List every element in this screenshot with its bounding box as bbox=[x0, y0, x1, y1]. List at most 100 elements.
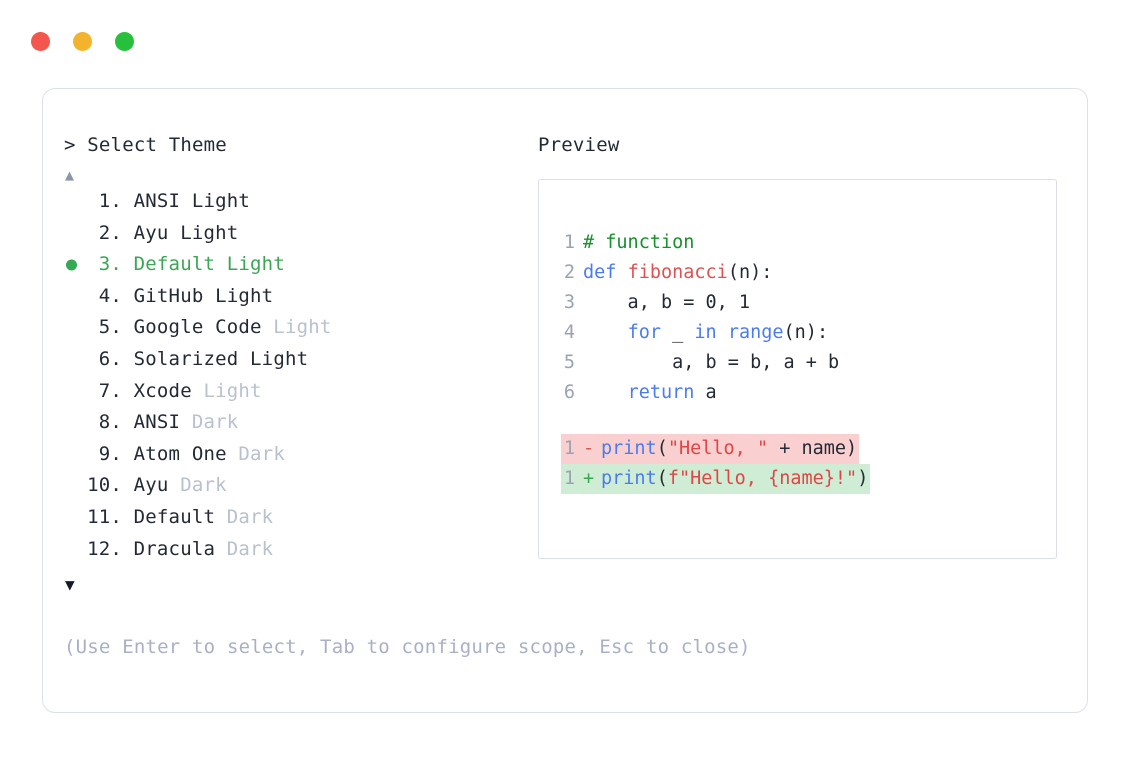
diff-marker: - bbox=[583, 438, 595, 459]
theme-list-item[interactable]: 1. ANSI Light bbox=[64, 186, 534, 218]
theme-item-variant: Light bbox=[168, 221, 239, 244]
preview-column: Preview 1 # function 2 def fibonacci (n): 3 a… bbox=[538, 133, 1068, 559]
code-spacer bbox=[539, 408, 1056, 434]
code-line: 6 return a bbox=[539, 378, 1056, 408]
code-token: _ bbox=[660, 322, 695, 343]
diff-line-add: 1+print(f"Hello, {name}!") bbox=[539, 464, 1056, 494]
page-title: > Select Theme bbox=[64, 134, 227, 156]
theme-item-number: 9. bbox=[98, 442, 122, 465]
code-token bbox=[717, 322, 728, 343]
preview-box: 1 # function 2 def fibonacci (n): 3 a, b = 0,… bbox=[538, 179, 1057, 559]
theme-item-number: 7. bbox=[98, 379, 122, 402]
code-token: print bbox=[601, 438, 657, 459]
theme-item-name: Dracula bbox=[133, 537, 216, 560]
theme-item-number: 10. bbox=[87, 474, 122, 497]
close-window-icon[interactable] bbox=[31, 32, 50, 51]
theme-item-number: 12. bbox=[87, 537, 122, 560]
code-token: def bbox=[583, 262, 628, 283]
theme-item-variant: Light bbox=[215, 253, 285, 276]
theme-list-item[interactable]: 7. Xcode Light bbox=[64, 376, 534, 408]
theme-item-variant: Light bbox=[238, 347, 309, 370]
theme-item-variant: Light bbox=[191, 379, 262, 402]
code-token: f"Hello, {name}!" bbox=[667, 468, 858, 489]
diff-line-number: 1 bbox=[563, 438, 575, 459]
theme-item-name: Default bbox=[133, 505, 216, 528]
code-line-number: 1 bbox=[563, 232, 575, 253]
theme-item-variant: Dark bbox=[215, 537, 274, 560]
code-token: (n): bbox=[783, 322, 829, 343]
code-token: a bbox=[694, 382, 717, 403]
theme-item-name: Default bbox=[133, 253, 216, 276]
theme-list-item[interactable]: 4. GitHub Light bbox=[64, 281, 534, 313]
code-token: + name) bbox=[768, 438, 858, 459]
code-line-number: 2 bbox=[563, 262, 575, 283]
selected-bullet-icon bbox=[66, 259, 77, 271]
code-line: 4 for _ in range(n): bbox=[539, 318, 1056, 348]
theme-item-variant: Light bbox=[261, 316, 332, 339]
zoom-window-icon[interactable] bbox=[115, 32, 134, 51]
theme-item-variant: Dark bbox=[168, 474, 227, 497]
diff-preview: 1-print("Hello, " + name)1+print(f"Hello… bbox=[539, 434, 1056, 494]
diff-line-content: 1+print(f"Hello, {name}!") bbox=[561, 464, 871, 494]
code-line: 5 a, b = b, a + b bbox=[539, 348, 1056, 378]
code-token: for bbox=[627, 322, 661, 343]
code-token: ( bbox=[656, 468, 668, 489]
code-line: 1 # function bbox=[539, 228, 1056, 258]
code-token: ( bbox=[656, 438, 668, 459]
preview-title: Preview bbox=[538, 134, 620, 156]
theme-list-item[interactable]: 6. Solarized Light bbox=[64, 344, 534, 376]
theme-item-number: 6. bbox=[98, 347, 122, 370]
theme-item-number: 4. bbox=[98, 284, 122, 307]
code-line-number: 3 bbox=[563, 292, 575, 313]
theme-item-name: Ayu bbox=[133, 474, 169, 497]
theme-item-variant: Dark bbox=[180, 411, 239, 434]
code-line-number: 6 bbox=[563, 382, 575, 403]
code-preview: 1 # function 2 def fibonacci (n): 3 a, b = 0,… bbox=[539, 228, 1056, 408]
theme-item-variant: Light bbox=[203, 284, 274, 307]
scroll-up-icon[interactable]: ▲ bbox=[65, 166, 75, 184]
theme-item-number: 11. bbox=[87, 505, 122, 528]
code-line-number: 4 bbox=[563, 322, 575, 343]
code-token: return bbox=[627, 382, 695, 403]
diff-line-content: 1-print("Hello, " + name) bbox=[561, 434, 860, 464]
theme-item-number: 8. bbox=[98, 411, 122, 434]
theme-item-name: Atom One bbox=[133, 442, 227, 465]
theme-list-item[interactable]: 3. Default Light bbox=[64, 249, 534, 281]
theme-item-number: 2. bbox=[98, 221, 122, 244]
code-token: print bbox=[601, 468, 657, 489]
theme-item-variant: Light bbox=[180, 190, 251, 212]
theme-item-variant: Dark bbox=[226, 442, 285, 465]
theme-item-name: Xcode bbox=[133, 379, 192, 402]
code-token: a, b = 0, 1 bbox=[583, 292, 751, 313]
theme-list-item[interactable]: 9. Atom One Dark bbox=[64, 439, 534, 471]
code-token: fibonacci bbox=[627, 262, 728, 283]
diff-line-number: 1 bbox=[563, 468, 575, 489]
minimize-window-icon[interactable] bbox=[73, 32, 92, 51]
theme-list-item[interactable]: 8. ANSI Dark bbox=[64, 407, 534, 439]
code-token: in bbox=[694, 322, 717, 343]
code-token: a, b = b, a + b bbox=[583, 352, 840, 373]
theme-item-name: Google Code bbox=[133, 316, 262, 339]
theme-item-number: 1. bbox=[98, 190, 122, 212]
code-line: 3 a, b = 0, 1 bbox=[539, 288, 1056, 318]
theme-list-item[interactable]: 10. Ayu Dark bbox=[64, 470, 534, 502]
theme-list-item[interactable]: 2. Ayu Light bbox=[64, 218, 534, 250]
theme-item-name: ANSI bbox=[133, 190, 181, 212]
code-token: "Hello, " bbox=[667, 438, 769, 459]
code-token: # function bbox=[583, 232, 695, 253]
scroll-down-icon[interactable]: ▼ bbox=[65, 575, 75, 595]
code-token bbox=[583, 322, 628, 343]
theme-item-number: 5. bbox=[98, 316, 122, 339]
theme-list-item[interactable]: 12. Dracula Dark bbox=[64, 534, 534, 566]
theme-item-name: Solarized bbox=[133, 347, 239, 370]
window-titlebar bbox=[0, 0, 1129, 76]
theme-item-name: Ayu bbox=[133, 221, 169, 244]
theme-list-item[interactable]: 5. Google Code Light bbox=[64, 312, 534, 344]
code-token bbox=[583, 382, 628, 403]
theme-list-item[interactable]: 11. Default Dark bbox=[64, 502, 534, 534]
theme-item-variant: Dark bbox=[215, 505, 274, 528]
